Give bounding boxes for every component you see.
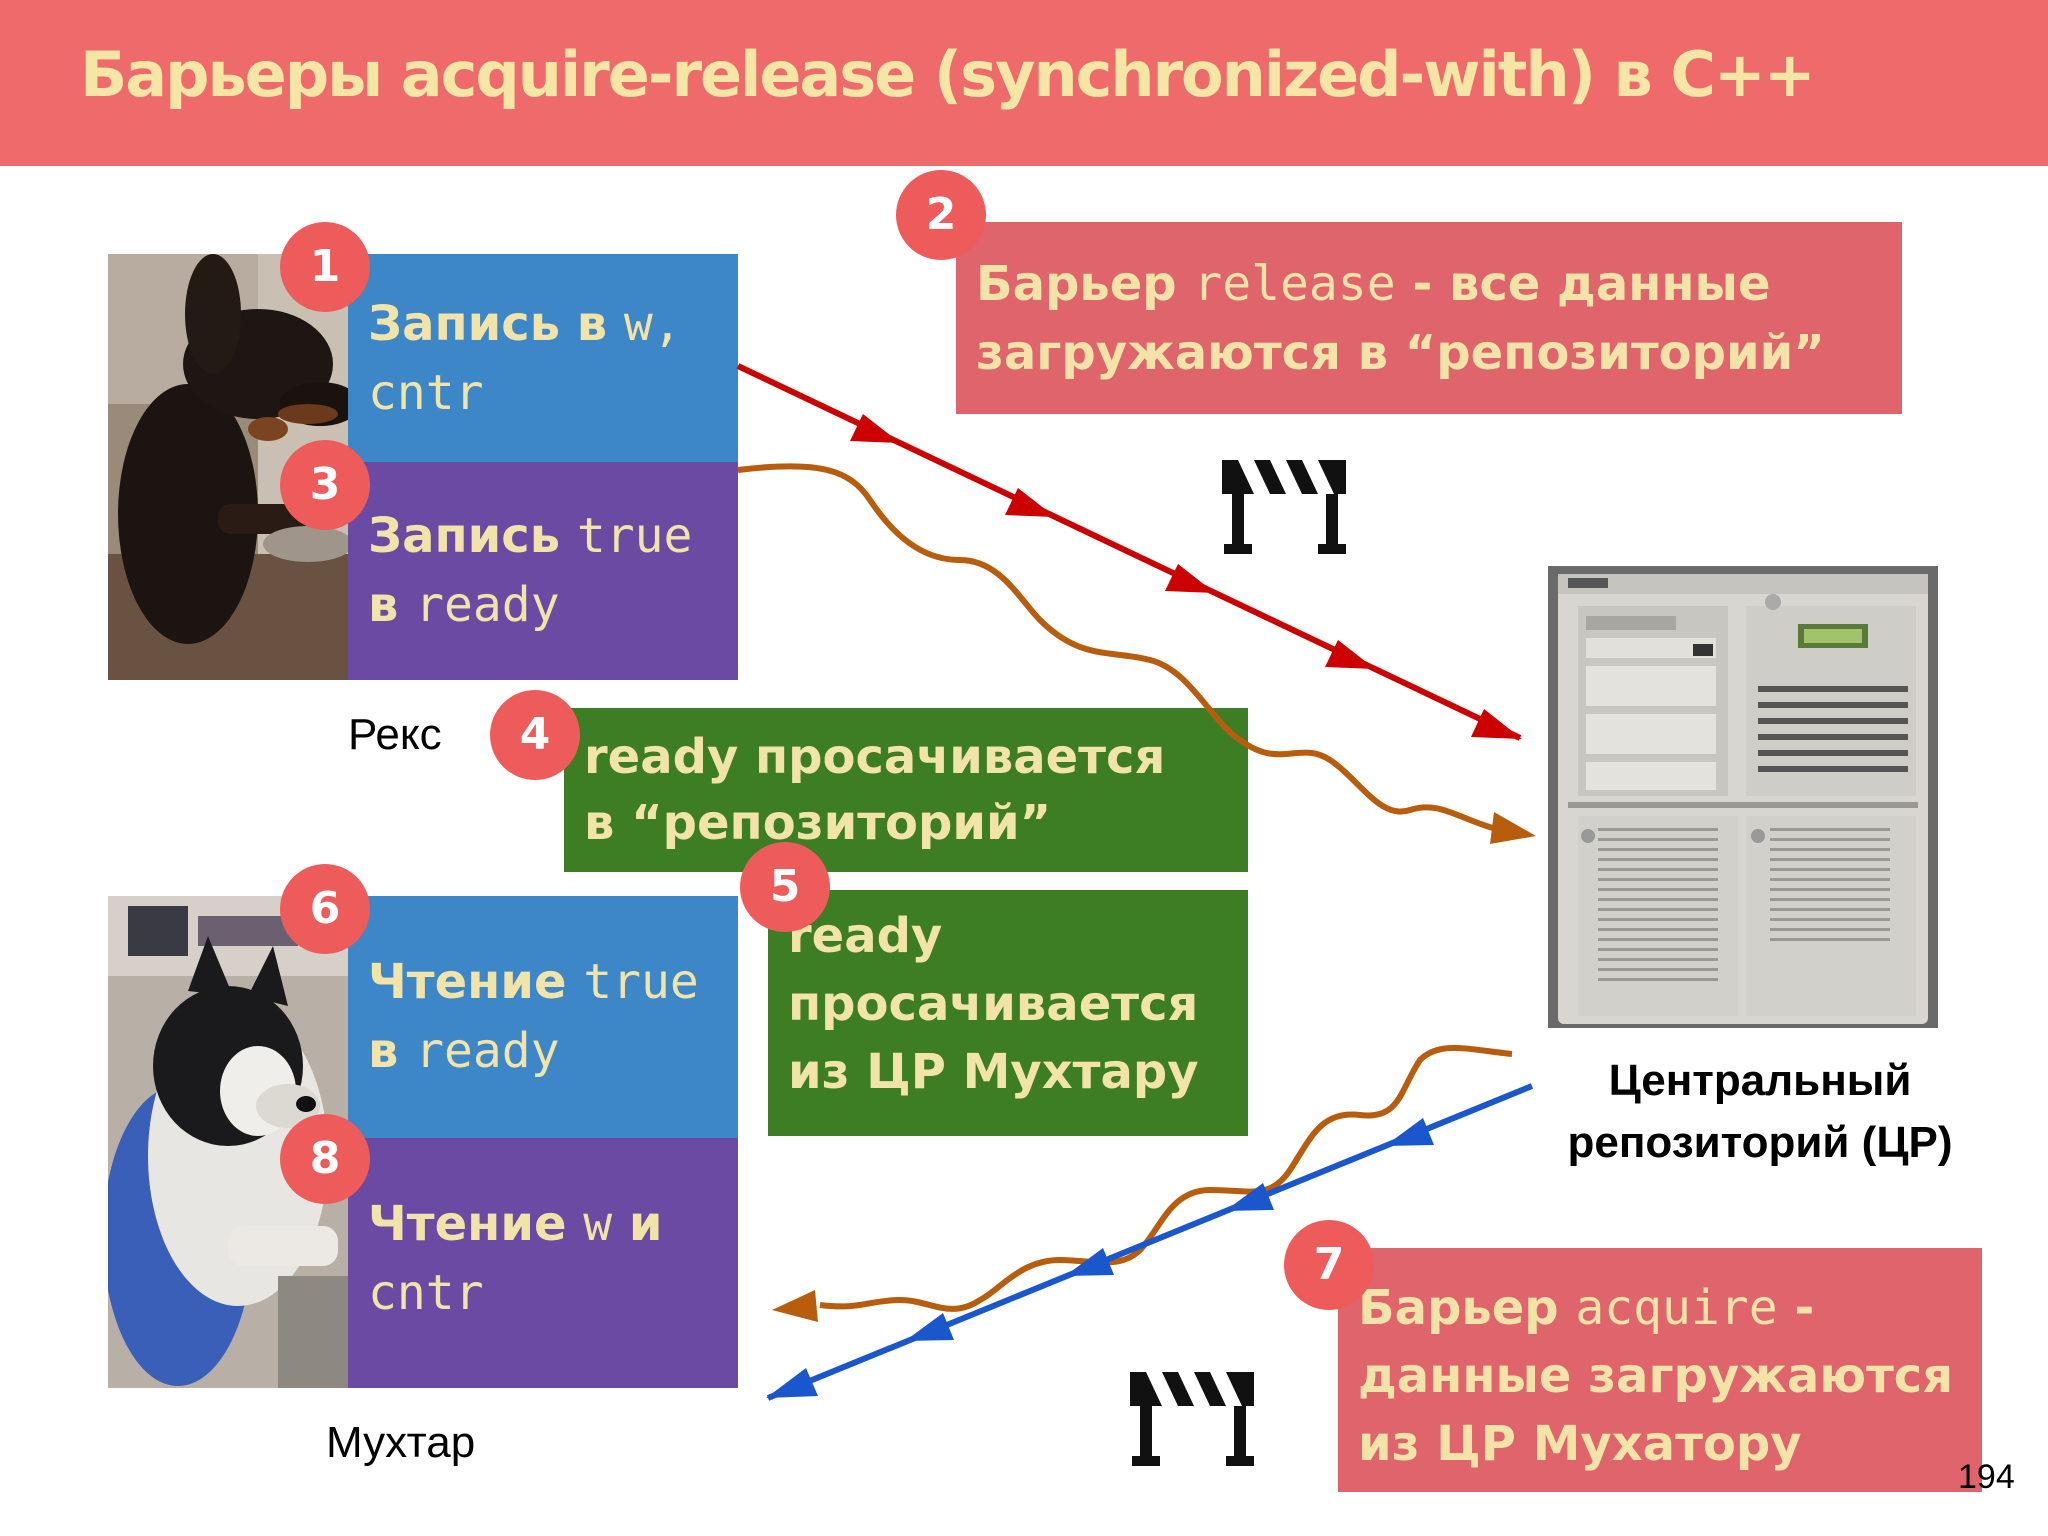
step-5-badge: 5: [740, 842, 830, 932]
mukhtar-read-data-line1: Чтение w и: [368, 1196, 663, 1252]
rex-name-label: Рекс: [348, 710, 442, 759]
step-4-badge: 4: [490, 690, 580, 780]
mukhtar-read-ready-line1: Чтение true: [368, 954, 699, 1010]
ready-leaks-to-mukhtar-box: ready просачивается из ЦР Мухтару: [768, 890, 1248, 1136]
ready-leaks-line1: ready просачивается: [584, 729, 1166, 785]
slide-number: 194: [1958, 1458, 2015, 1496]
ready-to-mukhtar-line3: из ЦР Мухтару: [788, 1044, 1199, 1100]
release-arrow: [736, 363, 1522, 741]
mukhtar-read-ready-box: Чтение true в ready: [348, 896, 738, 1138]
step-7-badge: 7: [1284, 1220, 1374, 1310]
release-barrier-line1: Барьер release - все данные: [976, 256, 1771, 312]
acquire-barrier-line2: данные загружаются: [1358, 1348, 1954, 1404]
ready-to-mukhtar-line2: просачивается: [788, 976, 1199, 1032]
slide-title: Барьеры acquire-release (synchronized-wi…: [80, 38, 1816, 111]
barrier-icon: [1222, 460, 1346, 554]
repository-caption-line2: репозиторий (ЦР): [1567, 1118, 1953, 1167]
release-barrier-line2: загружаются в “репозиторий”: [976, 325, 1825, 381]
barrier-icon-bottom: [1130, 1372, 1254, 1466]
step-1-badge: 1: [280, 222, 370, 312]
acquire-barrier-line3: из ЦР Мухатору: [1358, 1416, 1802, 1472]
repository-caption-line1: Центральный: [1608, 1056, 1912, 1105]
rex-write-ready-line2: в ready: [368, 577, 560, 633]
ready-wave-arrow-to-mukhtar: [772, 1044, 1513, 1322]
step-3-badge: 3: [280, 440, 370, 530]
release-barrier-box: Барьер release - все данные загружаются …: [956, 222, 1902, 414]
server-photo: [1548, 566, 1938, 1028]
rex-write-data-line2: cntr: [368, 365, 484, 421]
acquire-barrier-line1: Барьер acquire -: [1358, 1280, 1815, 1336]
mukhtar-read-data-line2: cntr: [368, 1265, 484, 1321]
rex-write-data-box: Запись в w, cntr: [348, 254, 738, 462]
rex-write-ready-line1: Запись true: [368, 508, 693, 564]
acquire-barrier-box: Барьер acquire - данные загружаются из Ц…: [1338, 1248, 1982, 1492]
mukhtar-read-data-box: Чтение w и cntr: [348, 1138, 738, 1388]
ready-wave-arrow-to-repo: [737, 463, 1536, 844]
step-2-badge: 2: [896, 170, 986, 260]
step-8-badge: 8: [280, 1114, 370, 1204]
acquire-arrow: [766, 1083, 1534, 1401]
rex-write-data-line1: Запись в w,: [368, 296, 682, 352]
ready-leaks-to-repo-box: ready просачивается в “репозиторий”: [564, 708, 1248, 872]
repository-caption: Центральный репозиторий (ЦР): [1520, 1050, 2000, 1174]
ready-leaks-line2: в “репозиторий”: [584, 795, 1052, 851]
mukhtar-name-label: Мухтар: [326, 1418, 476, 1467]
step-6-badge: 6: [280, 864, 370, 954]
rex-write-ready-box: Запись true в ready: [348, 462, 738, 680]
title-bar: Барьеры acquire-release (synchronized-wi…: [0, 0, 2048, 166]
mukhtar-read-ready-line2: в ready: [368, 1023, 560, 1079]
